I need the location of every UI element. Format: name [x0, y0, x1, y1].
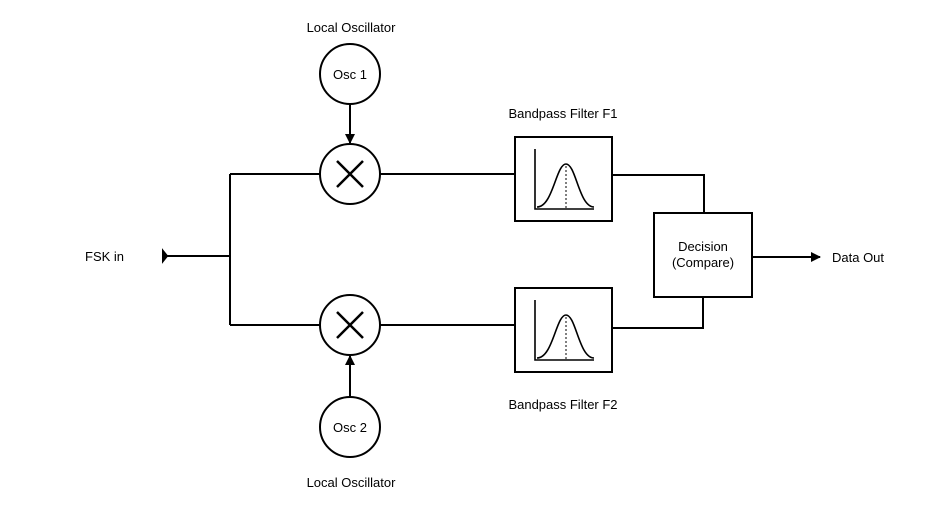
- bandpass-curve-icon: [534, 300, 595, 361]
- bandpass-curve-icon: [534, 149, 595, 210]
- upper-bandpass-filter: [514, 136, 613, 222]
- decision-block: [653, 212, 753, 298]
- upper-filter-caption: Bandpass Filter F1: [508, 106, 617, 121]
- multiply-icon: [336, 311, 364, 339]
- input-label: FSK in: [85, 249, 124, 264]
- multiply-icon: [336, 160, 364, 188]
- input-tick: [162, 248, 169, 264]
- lower-filter-caption: Bandpass Filter F2: [508, 397, 617, 412]
- output-label: Data Out: [832, 250, 884, 265]
- lower-filter-output: [612, 297, 704, 329]
- upper-oscillator-caption: Local Oscillator: [307, 20, 397, 35]
- lower-bandpass-filter: [514, 287, 613, 373]
- upper-filter-output: [612, 174, 705, 213]
- decision-label-line2: (Compare): [672, 255, 734, 270]
- lower-oscillator-label: Osc 2: [333, 420, 367, 435]
- upper-oscillator-label: Osc 1: [333, 67, 367, 82]
- decision-label-line1: Decision: [678, 239, 728, 254]
- lower-oscillator-caption: Local Oscillator: [307, 475, 397, 490]
